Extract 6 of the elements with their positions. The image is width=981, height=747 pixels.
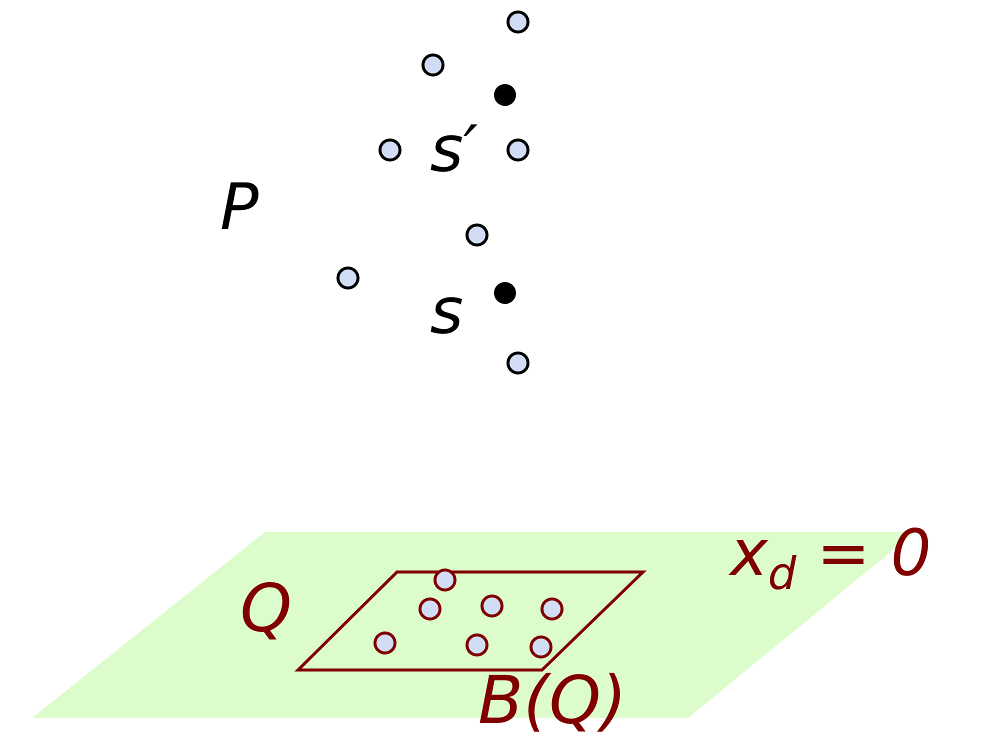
math-label: Q: [240, 576, 292, 642]
math-label: s: [430, 280, 464, 344]
math-label: B(Q): [478, 668, 627, 734]
math-label: P: [220, 176, 259, 240]
math-label: s′: [430, 118, 478, 182]
equation-label: x$_{d}$ = 0: [730, 522, 932, 597]
